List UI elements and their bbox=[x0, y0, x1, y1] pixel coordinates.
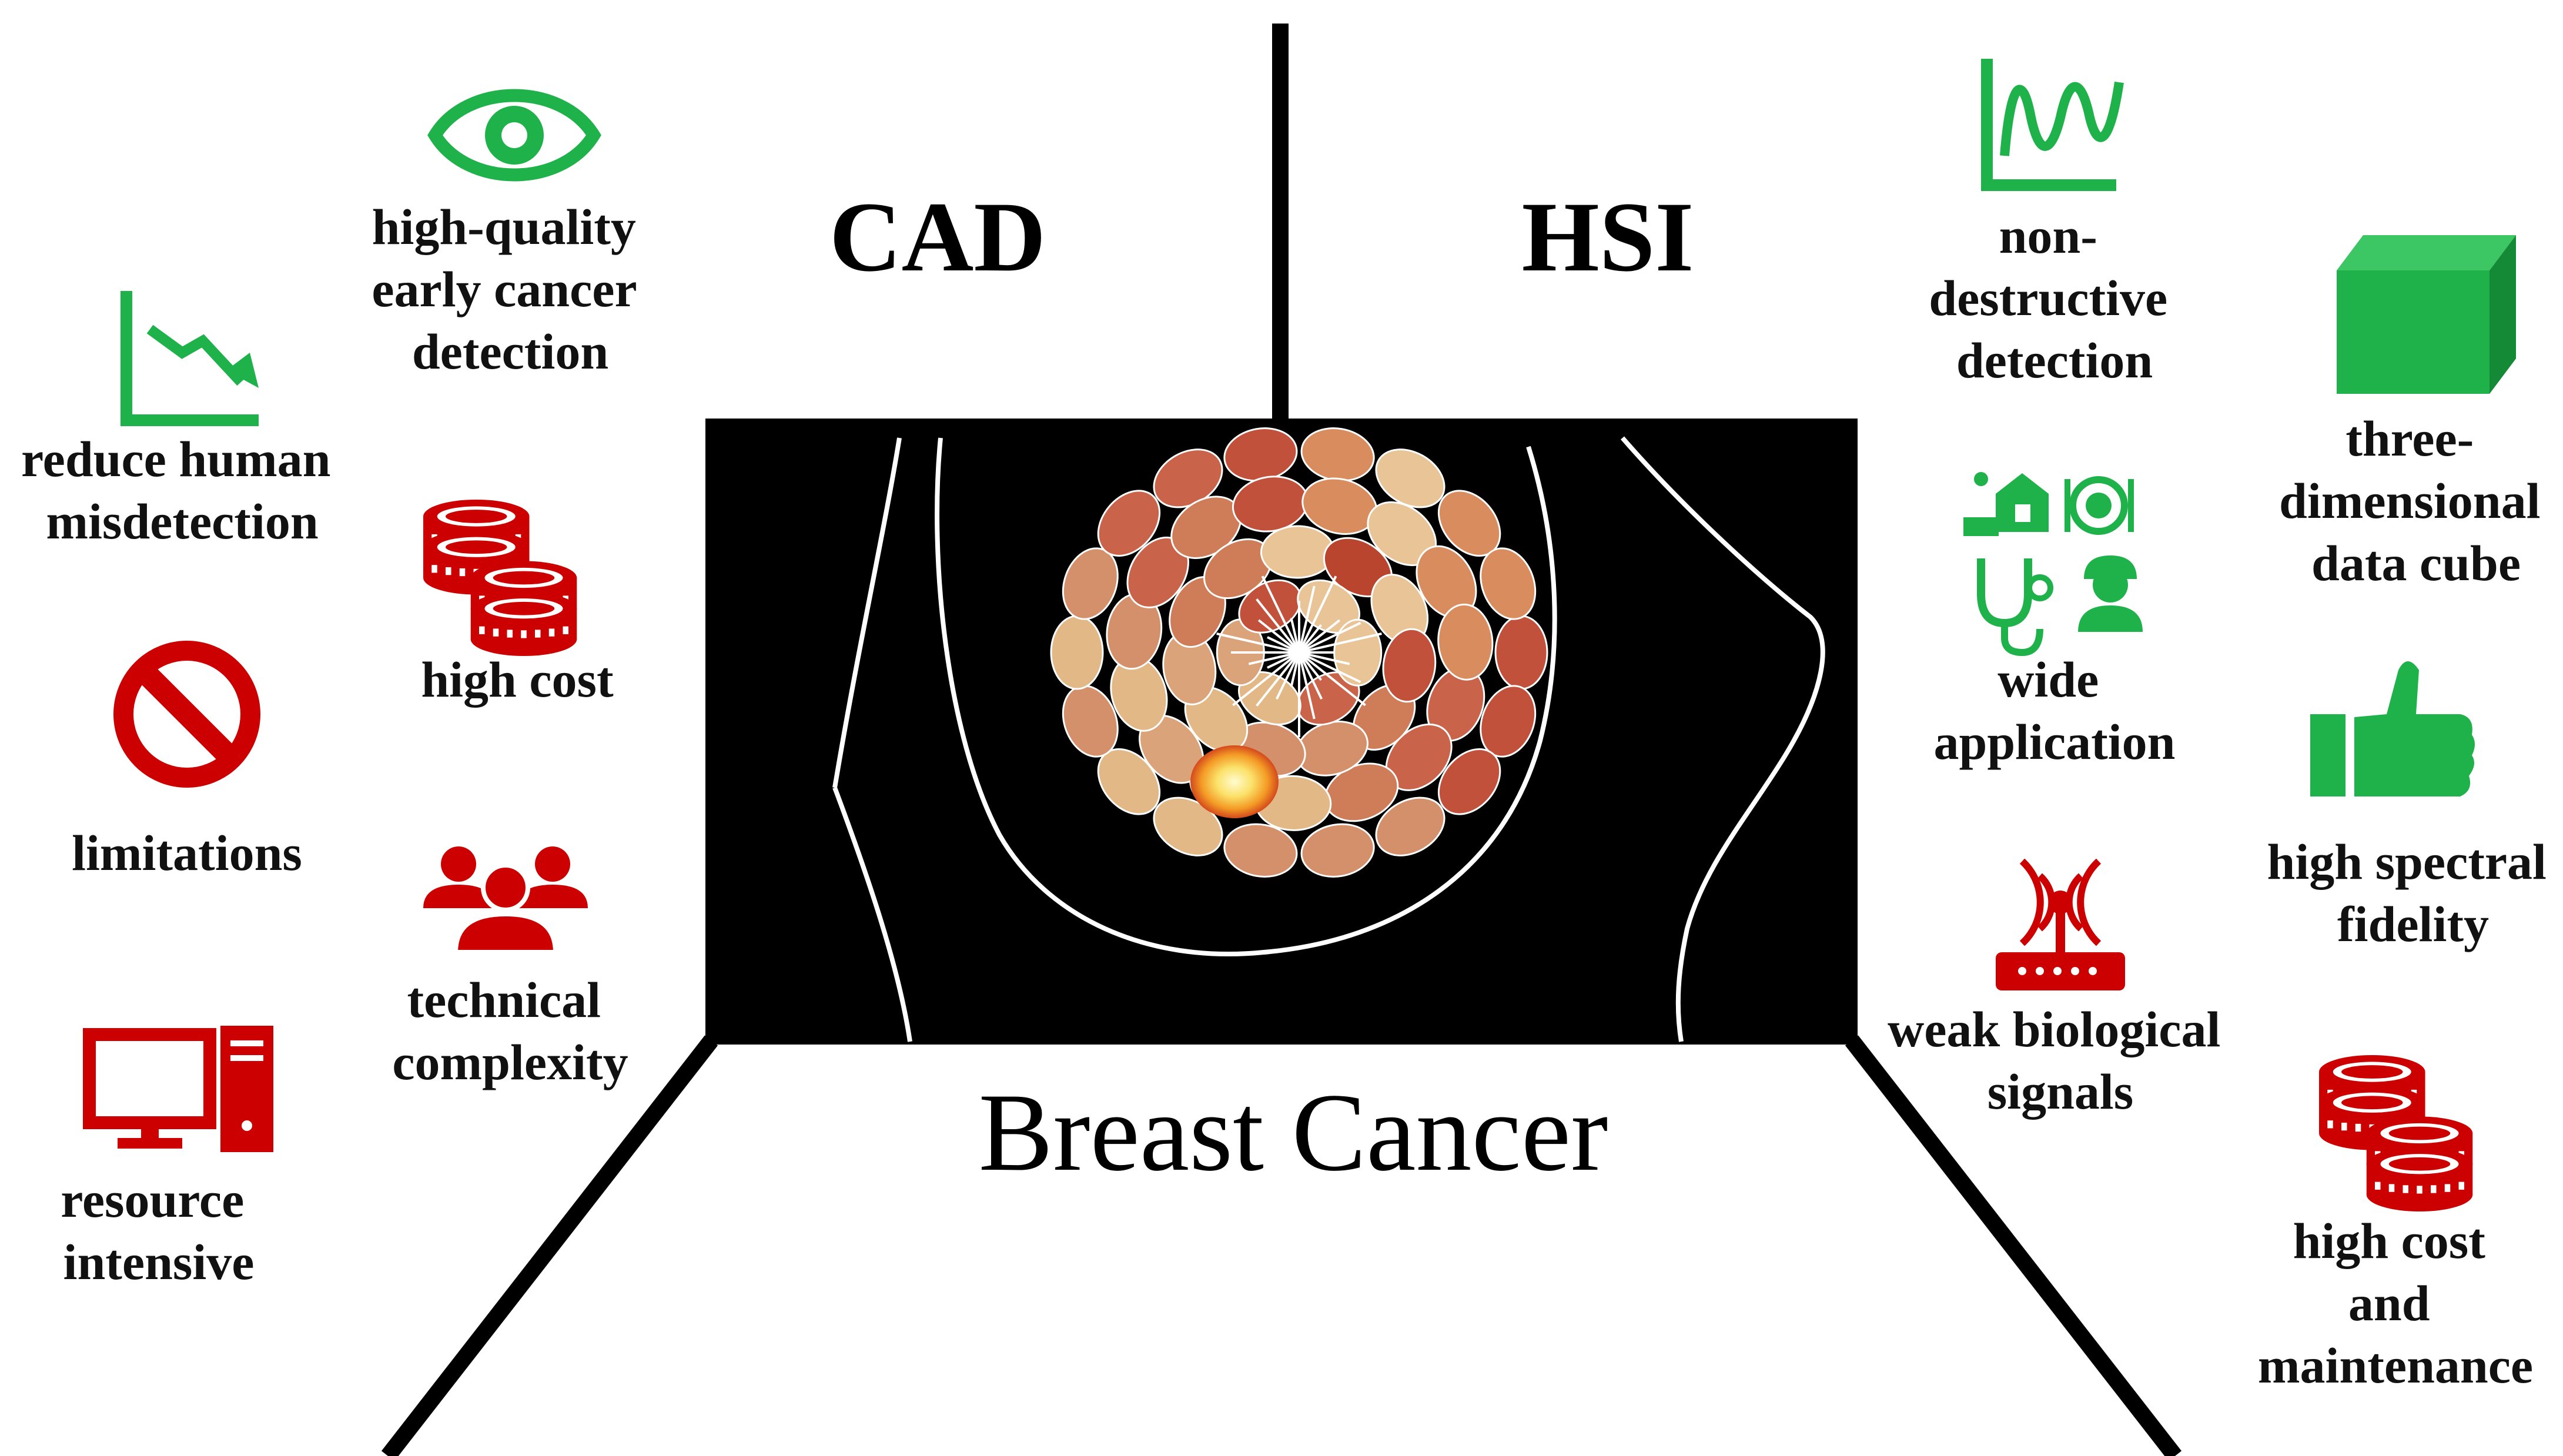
hsi-pro-1-label: non- destructive detection bbox=[1929, 207, 2180, 389]
spicule bbox=[1256, 598, 1300, 654]
divider-lines bbox=[381, 24, 2182, 1456]
downtrend-chart-icon bbox=[121, 291, 259, 426]
wireless-router-icon bbox=[1996, 858, 2125, 990]
spicule bbox=[1298, 624, 1322, 654]
tumor-hotspot bbox=[1190, 745, 1279, 818]
cell bbox=[1097, 490, 1161, 557]
thumbs-up-icon bbox=[2310, 661, 2475, 796]
spicule bbox=[1298, 575, 1337, 653]
cad-pro-2-label: reduce human misdetection bbox=[21, 431, 343, 550]
hsi-pro-3-label: wide application bbox=[1934, 651, 2176, 770]
spicule bbox=[1299, 651, 1350, 665]
spicule bbox=[1298, 585, 1316, 653]
spicule bbox=[1298, 651, 1366, 707]
application-grid-icon bbox=[1963, 472, 2143, 657]
cell bbox=[1333, 618, 1383, 687]
cad-heading: CAD bbox=[829, 182, 1046, 292]
spicule bbox=[1298, 652, 1323, 700]
spicule bbox=[1290, 618, 1300, 653]
spicule bbox=[1290, 652, 1300, 687]
cad-pro-1-label: high-quality early cancer detection bbox=[372, 199, 648, 380]
page-title: Breast Cancer bbox=[979, 1071, 1608, 1194]
cube-icon bbox=[2337, 235, 2516, 394]
cell bbox=[1223, 823, 1298, 878]
spicule bbox=[1216, 632, 1300, 654]
breast-outline bbox=[832, 436, 1825, 1042]
eye-icon bbox=[427, 89, 601, 182]
hsi-pro-2-label: three- dimensional data cube bbox=[2279, 410, 2553, 591]
right-diagonal-line bbox=[1845, 1035, 2182, 1456]
cell bbox=[1375, 796, 1446, 856]
spicule bbox=[1298, 652, 1316, 719]
spicule bbox=[1261, 575, 1300, 653]
cad-con-1-label: high cost bbox=[421, 651, 614, 708]
cell bbox=[1260, 525, 1335, 579]
cell bbox=[1300, 823, 1375, 878]
spicule bbox=[1275, 652, 1300, 700]
cell bbox=[1238, 579, 1302, 634]
spicule bbox=[1232, 651, 1300, 707]
spicule bbox=[1298, 619, 1341, 654]
coins-icon bbox=[423, 500, 577, 656]
hsi-heading: HSI bbox=[1522, 182, 1694, 292]
computer-icon bbox=[83, 1026, 273, 1152]
spicule bbox=[1267, 651, 1300, 669]
hsi-pro-4-label: high spectral fidelity bbox=[2267, 834, 2559, 952]
spicule bbox=[1267, 636, 1300, 654]
cell bbox=[1375, 448, 1446, 508]
cell bbox=[1050, 615, 1104, 690]
left-diagonal-line bbox=[381, 1035, 718, 1456]
cell bbox=[1480, 547, 1537, 620]
spicule bbox=[1299, 632, 1382, 654]
mammogram-panel bbox=[705, 419, 1858, 1045]
cell bbox=[1382, 628, 1437, 703]
hsi-con-1-label: weak biological signals bbox=[1888, 1001, 2233, 1120]
cell bbox=[1437, 748, 1501, 815]
spicule bbox=[1248, 651, 1300, 665]
spicule bbox=[1298, 651, 1322, 681]
people-group-icon bbox=[423, 846, 588, 955]
spicule bbox=[1299, 621, 1361, 654]
cell bbox=[1437, 603, 1494, 681]
cad-con-4-label: resource intensive bbox=[61, 1172, 257, 1290]
spectrum-chart-icon bbox=[1981, 59, 2124, 191]
cell bbox=[1494, 615, 1548, 690]
hsi-con-2-label: high cost and maintenance bbox=[2258, 1213, 2533, 1394]
prohibited-icon bbox=[113, 641, 260, 788]
coins-icon bbox=[2319, 1055, 2472, 1211]
tumor-spicules bbox=[1216, 575, 1382, 737]
cad-con-2-label: limitations bbox=[72, 825, 302, 881]
spicule bbox=[1299, 651, 1361, 684]
spicule bbox=[1257, 619, 1300, 654]
cad-con-3-label: technical complexity bbox=[392, 972, 628, 1090]
spicule bbox=[1256, 651, 1300, 707]
